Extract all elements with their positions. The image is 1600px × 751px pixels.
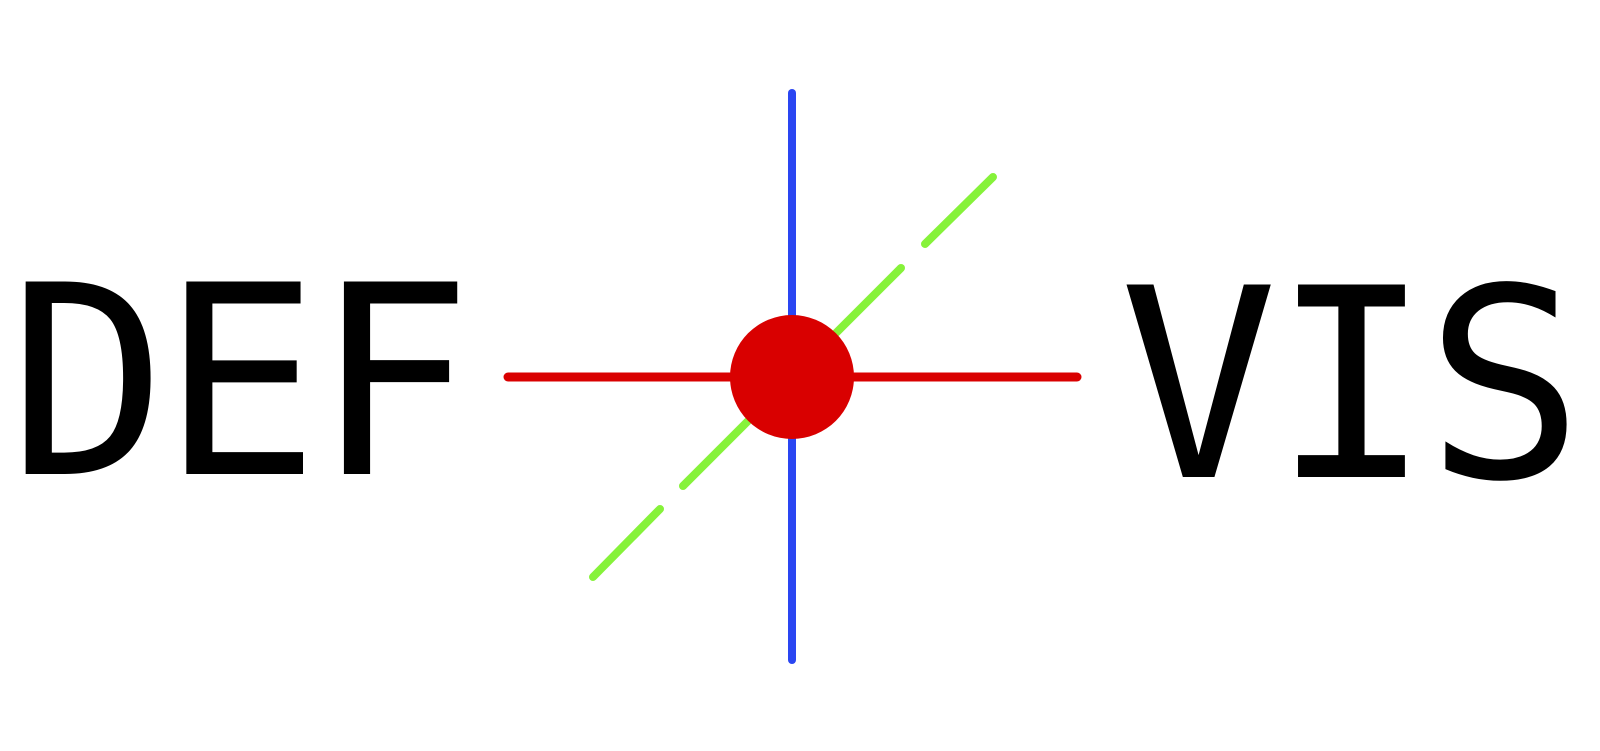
logo-text-right: VIS — [1119, 233, 1584, 540]
logo-text-left: DEF — [8, 230, 473, 537]
center-point — [730, 315, 854, 439]
